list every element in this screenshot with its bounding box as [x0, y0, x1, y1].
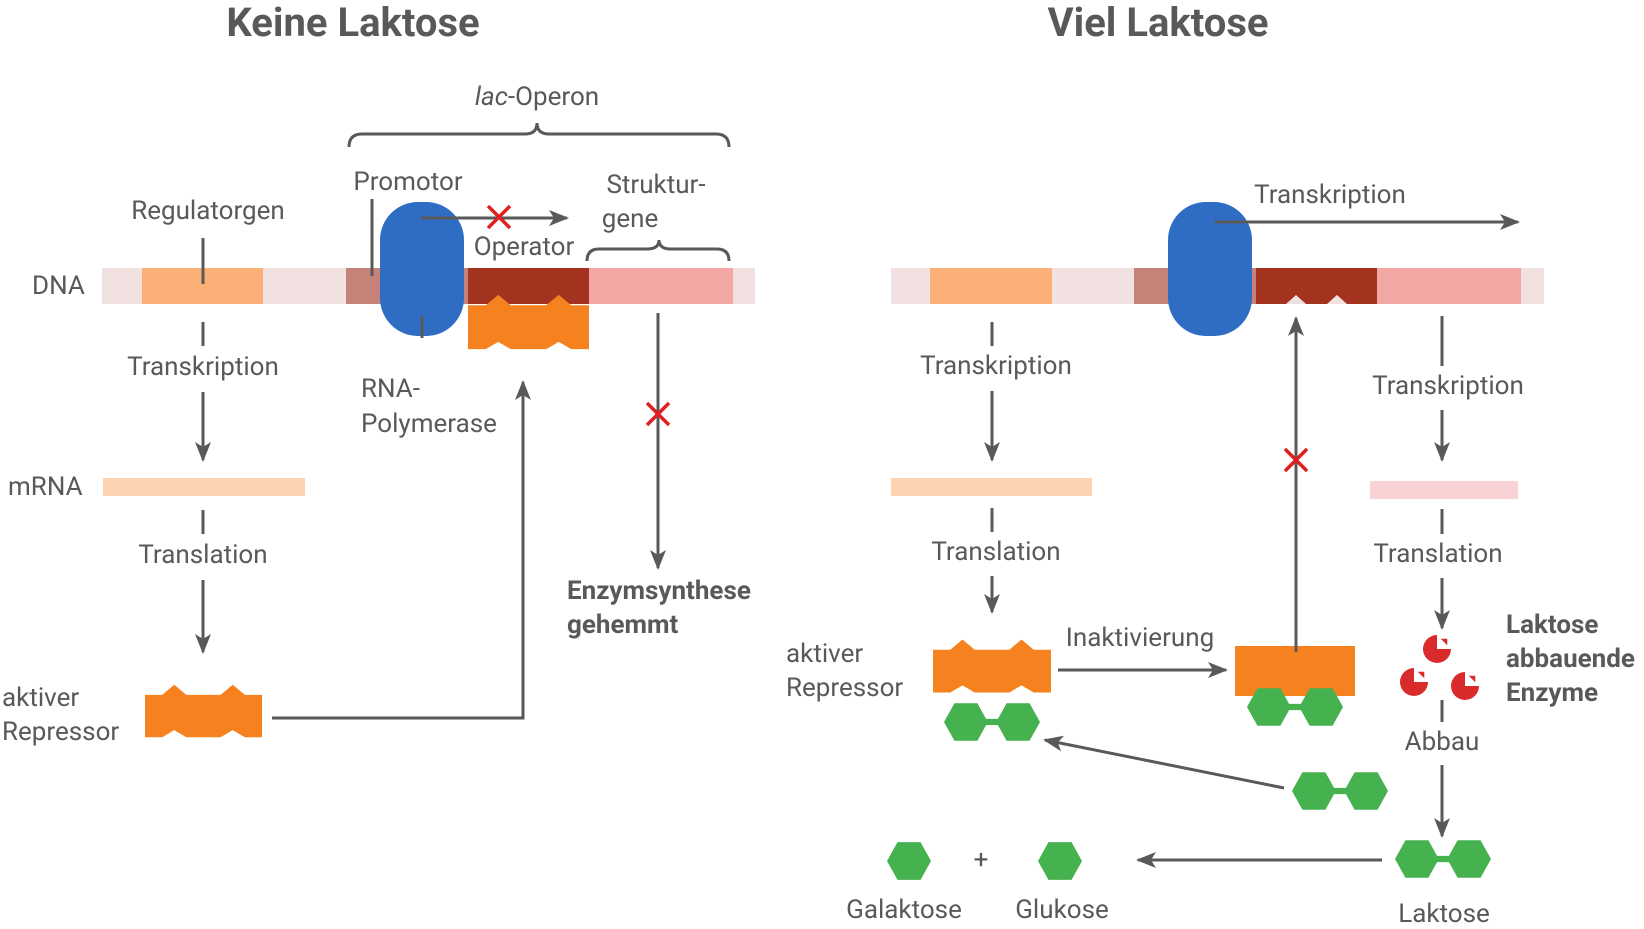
glukose-label: Glukose [1015, 895, 1109, 925]
repressor-right-label-1: aktiver [786, 639, 863, 669]
mrna-left-strand [891, 478, 1092, 496]
rna-polymerase-label-1: RNA- [361, 374, 420, 404]
enzymsynthese-label-2: gehemmt [567, 610, 679, 640]
enzyme-label-2: abbauende [1506, 644, 1635, 674]
enzyme-icon-2 [1400, 668, 1428, 696]
enzyme-icon-1 [1423, 635, 1451, 663]
rna-polymerase-label-2: Polymerase [361, 409, 497, 439]
mrna-label: mRNA [8, 472, 83, 502]
transkription-left-label: Transkription [920, 351, 1072, 381]
dna-label: DNA [32, 271, 85, 301]
strukturgene-label-2: gene [602, 204, 659, 234]
enzyme-blocked-cross-icon [645, 401, 671, 427]
active-repressor-right [933, 639, 1051, 693]
binding-blocked-cross-icon [1283, 447, 1309, 473]
transkription-top-label: Transkription [1254, 180, 1406, 210]
inaktivierung-label: Inaktivierung [1066, 623, 1214, 653]
lactose-at-repressor [944, 703, 1040, 741]
operator [468, 268, 589, 304]
left-title: Keine Laktose [226, 0, 479, 46]
left-panel: Keine Laktose lac-Operon DNA Regulatorge… [2, 0, 755, 747]
abbau-label: Abbau [1405, 727, 1480, 757]
blocked-cross-icon [486, 204, 512, 230]
enzyme-label-3: Enzyme [1506, 678, 1598, 708]
repressor-label-1: aktiver [2, 683, 79, 713]
transkription-right-label: Transkription [1372, 371, 1524, 401]
enzymsynthese-label-1: Enzymsynthese [567, 576, 751, 606]
lactose-molecule [1395, 840, 1491, 878]
rna-polymerase [380, 202, 464, 336]
plus-sign: + [974, 845, 989, 875]
rna-polymerase-right [1168, 202, 1252, 336]
mrna-strand [103, 478, 305, 496]
structural-genes-right [1377, 268, 1521, 304]
transkription-label: Transkription [127, 352, 279, 382]
laktose-label: Laktose [1398, 899, 1490, 929]
strukturgene-label-1: Struktur- [606, 170, 705, 200]
structural-genes [589, 268, 733, 304]
right-panel: Viel Laktose Transkription Transkription… [786, 0, 1635, 929]
operon-brace [347, 122, 731, 148]
strukturgene-brace [585, 239, 731, 262]
repressor-label-2: Repressor [2, 717, 119, 747]
translation-right-label: Translation [1373, 539, 1502, 569]
operator-right-free [1256, 268, 1377, 304]
free-lactose [1292, 772, 1388, 810]
lac-operon-label: lac-Operon [475, 82, 599, 112]
enzyme-label-1: Laktose [1506, 610, 1598, 640]
translation-left-label: Translation [931, 537, 1060, 567]
repressor-to-operator-arrow [272, 380, 531, 720]
promotor-label: Promotor [353, 167, 462, 197]
regulator-gene-right [930, 268, 1052, 304]
translation-label: Translation [138, 540, 267, 570]
galaktose-label: Galaktose [846, 895, 962, 925]
repressor-right-label-2: Repressor [786, 673, 903, 703]
lactose-to-repressor-arrow [1043, 735, 1285, 790]
regulatorgen-label: Regulatorgen [131, 196, 285, 226]
active-repressor [145, 684, 262, 738]
operator-label: Operator [474, 232, 575, 262]
mrna-right-strand [1370, 481, 1518, 499]
inactive-repressor [1235, 646, 1355, 696]
right-title: Viel Laktose [1047, 0, 1268, 46]
glucose-molecule [1038, 842, 1082, 880]
galactose-molecule [887, 842, 931, 880]
enzyme-icon-3 [1451, 672, 1479, 700]
